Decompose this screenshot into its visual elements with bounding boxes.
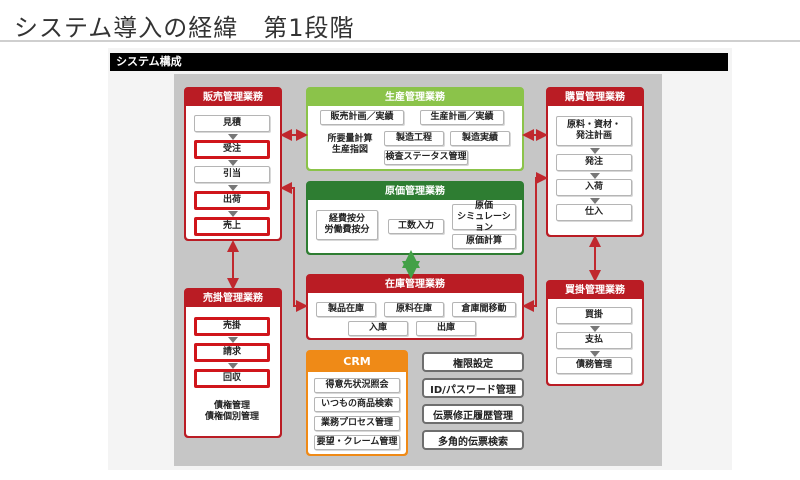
cost-item-calculation: 原価計算 [452, 234, 516, 249]
receivable-item-credit: 債権管理 債権個別管理 [194, 394, 270, 430]
inventory-item-product-stock: 製品在庫 [316, 302, 376, 317]
flow-arrow-icon [590, 173, 600, 179]
flow-arrow-icon [590, 326, 600, 332]
cost-item-allocation: 経費按分 労働費按分 [316, 210, 378, 240]
purchase-item-arrival: 入荷 [556, 179, 632, 196]
receivable-management-title: 売掛管理業務 [203, 293, 263, 304]
feature-edit-history: 伝票修正履歴管理 [422, 404, 524, 424]
production-item-sales-plan: 販売計画／実績 [320, 110, 404, 125]
feature-multi-search: 多角的伝票検索 [422, 430, 524, 450]
sales-item-order: 受注 [194, 140, 270, 159]
receivable-item-billing: 請求 [194, 343, 270, 362]
flow-arrow-icon [228, 363, 238, 369]
receivable-item-collection: 回収 [194, 369, 270, 388]
sales-item-allocation: 引当 [194, 166, 270, 183]
flow-arrow-icon [590, 198, 600, 204]
title-divider [0, 40, 800, 42]
feature-permission-settings: 権限設定 [422, 352, 524, 372]
flow-arrow-icon [228, 337, 238, 343]
inventory-item-material-stock: 原料在庫 [384, 302, 444, 317]
production-item-process: 製造工程 [384, 131, 444, 146]
inventory-item-receiving: 入庫 [348, 321, 408, 336]
purchase-item-order: 発注 [556, 154, 632, 171]
diagram-title-bar: システム構成 [110, 53, 728, 71]
flow-arrow-icon [228, 160, 238, 166]
production-item-requirements: 所要量計算 生産指図 [320, 131, 380, 159]
purchase-management-title: 購買管理業務 [565, 92, 625, 103]
payable-item-payment: 支払 [556, 332, 632, 349]
purchase-item-purchase: 仕入 [556, 204, 632, 221]
receivable-item-accounts: 売掛 [194, 317, 270, 336]
cost-management-title: 原価管理業務 [385, 186, 445, 197]
page-title: システム導入の経緯 第1段階 [14, 14, 355, 42]
crm-item-product-search: いつもの商品検索 [314, 397, 400, 412]
crm-title: CRM [343, 355, 371, 368]
production-item-inspection: 検査ステータス管理 [384, 150, 468, 165]
crm-item-customer-status: 得意先状況照会 [314, 378, 400, 393]
payable-management-title: 買掛管理業務 [565, 285, 625, 296]
flow-arrow-icon [228, 185, 238, 191]
sales-item-shipping: 出荷 [194, 191, 270, 210]
crm-item-process: 業務プロセス管理 [314, 416, 400, 431]
flow-arrow-icon [590, 148, 600, 154]
inventory-management-title: 在庫管理業務 [385, 279, 445, 290]
production-item-results: 製造実績 [450, 131, 510, 146]
crm-item-claims: 要望・クレーム管理 [314, 435, 400, 450]
payable-item-debt: 債務管理 [556, 357, 632, 374]
sales-management-title: 販売管理業務 [203, 92, 263, 103]
purchase-item-order-plan: 原料・資材・ 発注計画 [556, 116, 632, 146]
production-management-title: 生産管理業務 [385, 92, 445, 103]
flow-arrow-icon [228, 211, 238, 217]
payable-item-accounts: 買掛 [556, 307, 632, 324]
inventory-item-issuing: 出庫 [416, 321, 476, 336]
feature-id-password: ID/パスワード管理 [422, 378, 524, 398]
production-item-production-plan: 生産計画／実績 [420, 110, 504, 125]
sales-item-sales: 売上 [194, 217, 270, 236]
flow-arrow-icon [228, 134, 238, 140]
flow-arrow-icon [590, 351, 600, 357]
sales-item-estimate: 見積 [194, 115, 270, 132]
cost-item-simulation: 原価 シミュレーション [452, 201, 516, 233]
cost-item-hours-input: 工数入力 [388, 219, 444, 234]
inventory-item-transfer: 倉庫間移動 [452, 302, 516, 317]
